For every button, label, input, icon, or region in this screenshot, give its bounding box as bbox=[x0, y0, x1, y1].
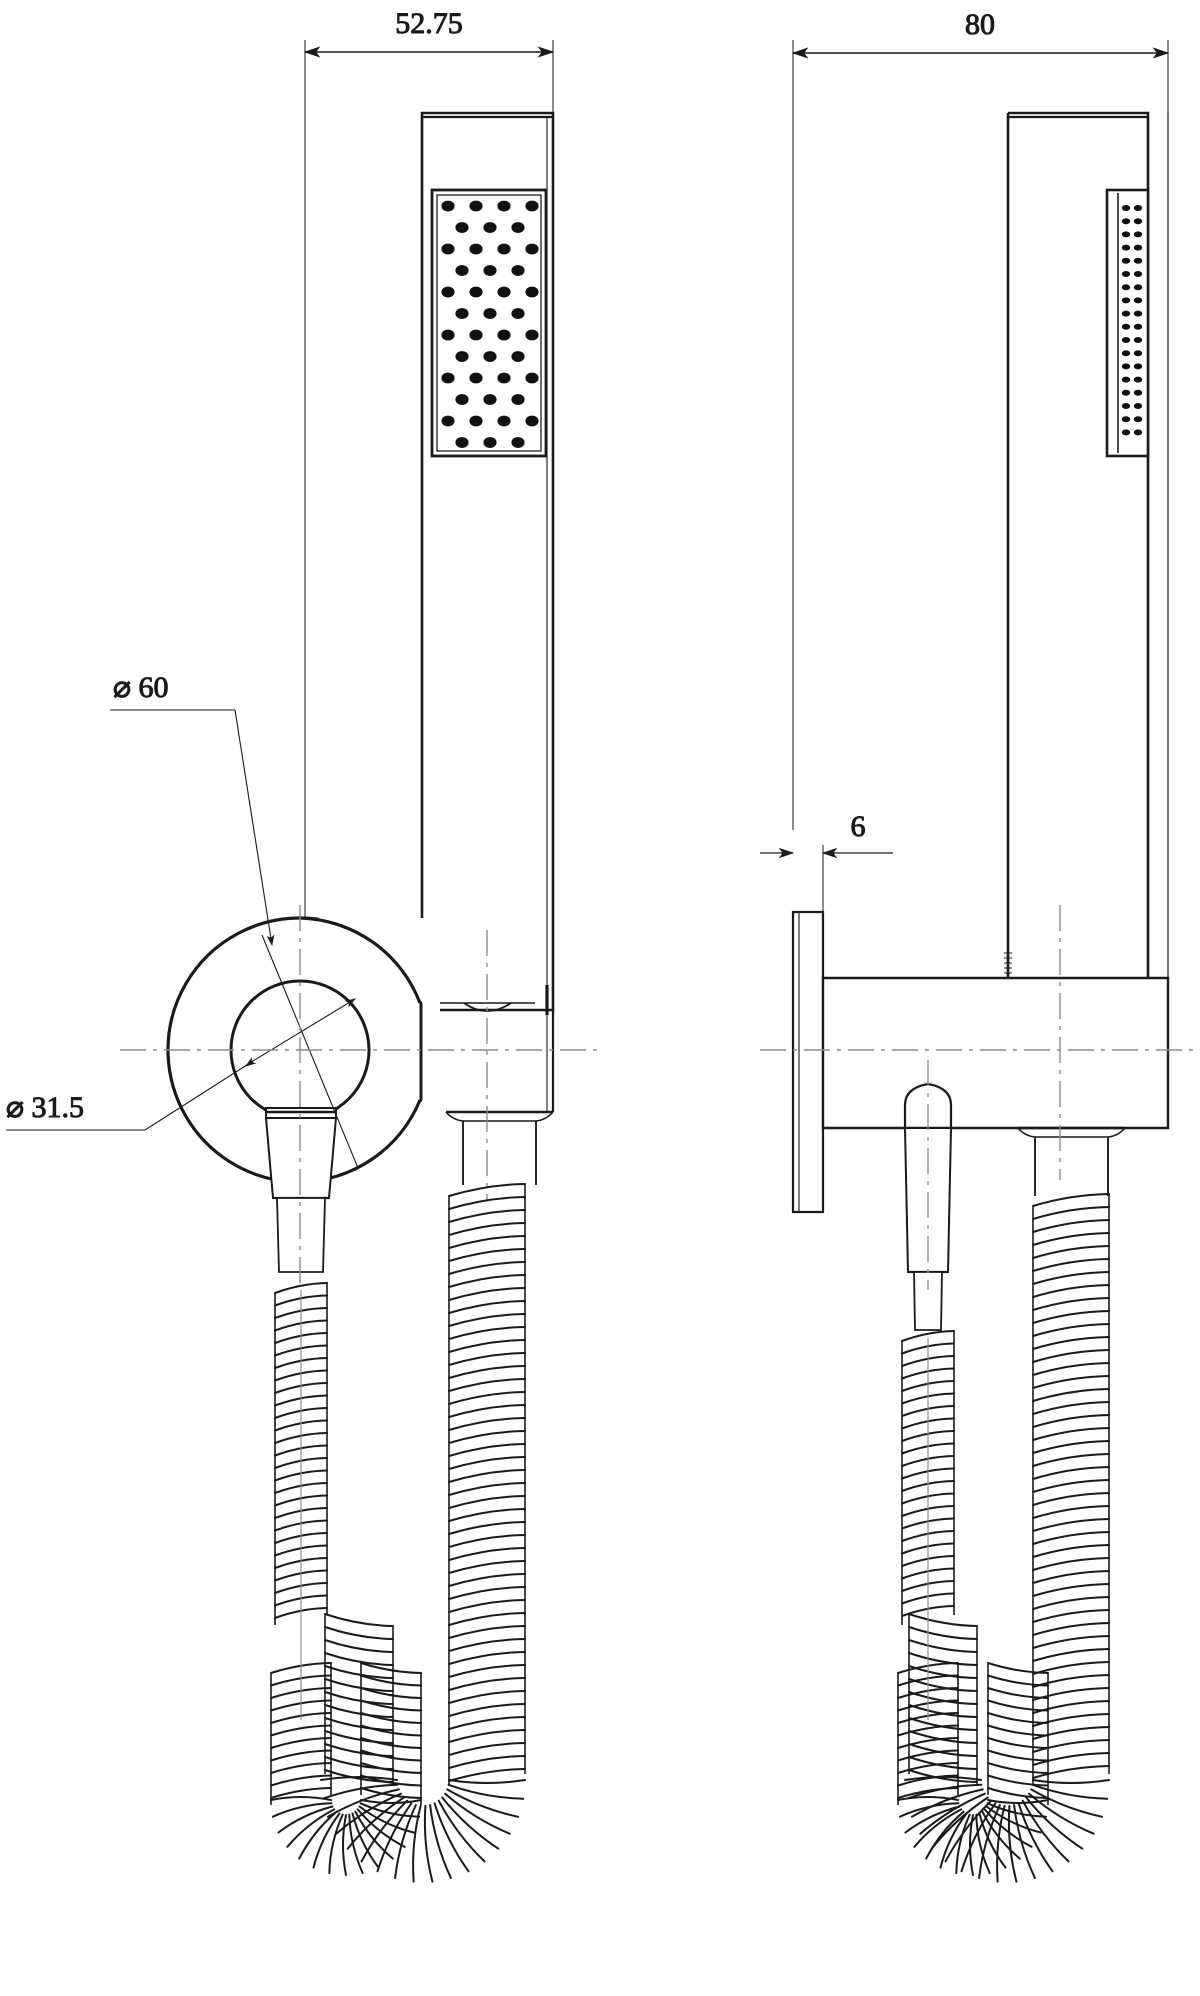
hose-collar-front bbox=[445, 1110, 554, 1185]
nozzle-dots-side bbox=[1121, 205, 1143, 436]
hose-collar-side bbox=[1017, 1126, 1126, 1196]
center-lines-front bbox=[120, 905, 600, 1290]
shower-head-side bbox=[1006, 111, 1169, 1012]
shower-head-front bbox=[420, 111, 555, 1012]
bracket-body-side bbox=[821, 950, 1170, 1130]
front-view: 52.75 bbox=[6, 7, 600, 1883]
knurl-marks bbox=[1004, 952, 1012, 974]
hose-right-side bbox=[904, 1193, 1110, 1883]
nozzle-dot-array bbox=[441, 200, 539, 448]
dimension-52-75: 52.75 bbox=[303, 7, 555, 1030]
hose-right-front bbox=[320, 1183, 526, 1883]
dia-31-5-label: ⌀ 31.5 bbox=[6, 1091, 84, 1124]
side-view: 80 6 bbox=[760, 8, 1200, 1883]
bracket-outlet-front bbox=[264, 1107, 338, 1273]
nozzle-strip-side bbox=[1105, 188, 1150, 458]
center-lines-side bbox=[760, 905, 1200, 1290]
dimension-80: 80 bbox=[791, 8, 1170, 830]
dia-60-label: ⌀ 60 bbox=[113, 671, 169, 704]
callout-dia-31-5: ⌀ 31.5 bbox=[6, 998, 356, 1131]
dimension-6-label: 6 bbox=[851, 810, 866, 843]
dimension-80-label: 80 bbox=[965, 8, 995, 41]
callout-dia-60: ⌀ 60 bbox=[110, 671, 359, 1169]
dimension-52-75-label: 52.75 bbox=[395, 7, 463, 40]
wall-plate-side bbox=[791, 910, 825, 1214]
hose-left-front bbox=[270, 1282, 422, 1876]
